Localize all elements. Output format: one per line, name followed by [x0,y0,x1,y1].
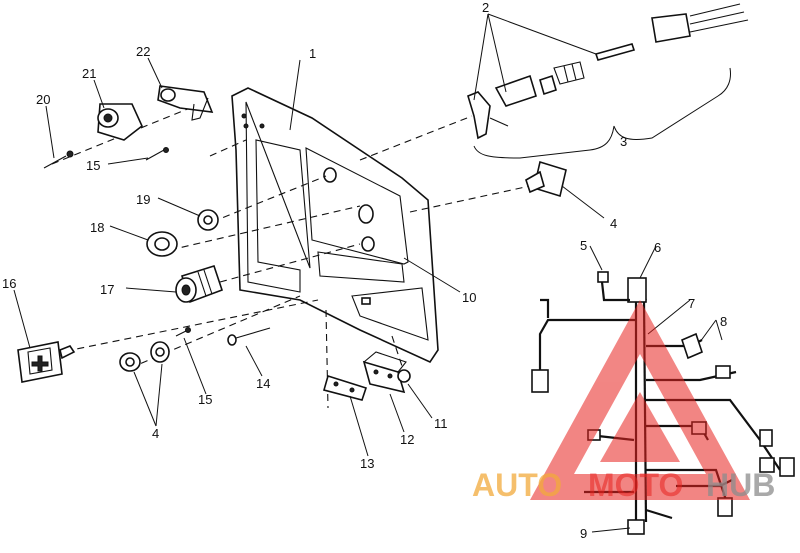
callout-13: 13 [360,456,374,471]
callout-15-upper: 15 [86,158,100,173]
callout-18: 18 [90,220,104,235]
leader-lines [13,13,723,533]
callout-14: 14 [256,376,270,391]
callout-1: 1 [309,46,316,61]
callout-6: 6 [654,240,661,255]
callout-17: 17 [100,282,114,297]
callout-9: 9 [580,526,587,541]
watermark-logo [530,300,750,500]
light-assembly [467,3,749,159]
callout-4-nuts: 4 [152,426,159,441]
ignition-switch-assembly [17,209,271,383]
callout-15-lower: 15 [198,392,212,407]
callout-19: 19 [136,192,150,207]
callout-4-toggle: 4 [610,216,617,231]
callout-5: 5 [580,238,587,253]
callout-10: 10 [462,290,476,305]
instrument-panel [231,87,439,364]
callout-7: 7 [688,296,695,311]
mounting-brackets [323,351,411,401]
watermark-wordmark: AUTO MOTO HUB [472,467,775,503]
watermark-text-moto: MOTO [588,467,683,503]
watermark-text-hub: HUB [706,467,775,503]
callout-3: 3 [620,134,627,149]
callout-8: 8 [720,314,727,329]
callout-12: 12 [400,432,414,447]
callout-labels: 1 2 3 4 5 6 7 8 9 10 11 12 13 14 15 4 16… [2,0,727,541]
callout-21: 21 [82,66,96,81]
watermark-inner-triangle [600,392,680,462]
callout-20: 20 [36,92,50,107]
toggle-switch [525,160,567,198]
callout-11: 11 [434,416,448,431]
callout-16: 16 [2,276,16,291]
callout-22: 22 [136,44,150,59]
indicator-bracket-assembly [43,85,214,169]
watermark-triangle [530,300,750,500]
callout-2: 2 [482,0,489,15]
watermark-text-auto: AUTO [472,467,562,503]
